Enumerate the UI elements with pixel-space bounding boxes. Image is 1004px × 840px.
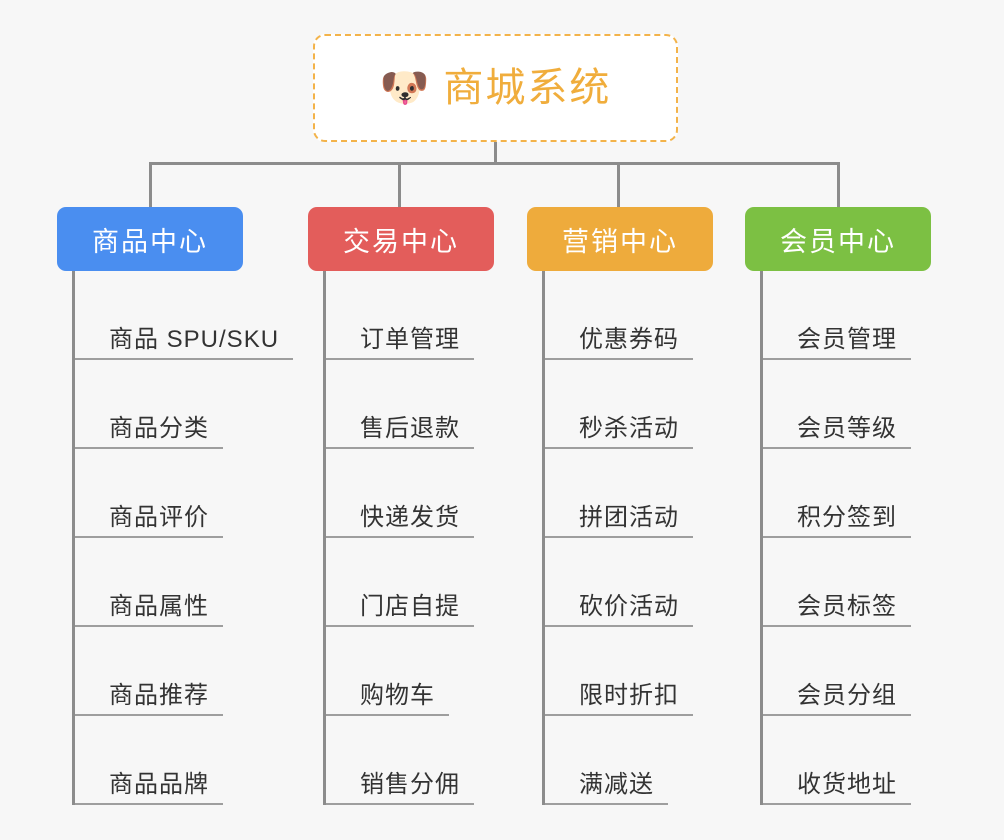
leaf-list-trade-center: 订单管理 售后退款 快递发货 门店自提 购物车 销售分佣	[323, 271, 528, 805]
connector-horizontal-bus	[149, 162, 839, 165]
leaf-label: 售后退款	[360, 415, 460, 442]
category-header-trade-center[interactable]: 交易中心	[308, 207, 494, 271]
connector-drop-marketing-center	[617, 162, 620, 207]
leaf-underline	[763, 536, 911, 538]
list-item[interactable]: 订单管理	[326, 271, 528, 360]
leaf-underline	[545, 447, 693, 449]
root-node[interactable]: 🐶 商城系统	[313, 34, 678, 142]
list-item[interactable]: 售后退款	[326, 360, 528, 449]
category-header-marketing-center[interactable]: 营销中心	[527, 207, 713, 271]
leaf-label: 拼团活动	[579, 504, 679, 531]
leaf-label: 商品分类	[109, 415, 209, 442]
leaf-list-marketing-center: 优惠券码 秒杀活动 拼团活动 砍价活动 限时折扣 满减送	[542, 271, 747, 805]
category-header-product-center[interactable]: 商品中心	[57, 207, 243, 271]
leaf-underline	[326, 536, 474, 538]
branch-member-center: 会员中心 会员管理 会员等级 积分签到 会员标签 会员分组 收货地址	[745, 207, 965, 805]
leaf-label: 砍价活动	[579, 593, 679, 620]
list-item[interactable]: 拼团活动	[545, 449, 747, 538]
list-item[interactable]: 会员标签	[763, 538, 965, 627]
list-item[interactable]: 商品品牌	[75, 716, 307, 805]
connector-drop-trade-center	[398, 162, 401, 207]
shiba-dog-emoji-icon: 🐶	[379, 66, 430, 110]
leaf-underline	[326, 625, 474, 627]
leaf-label: 快递发货	[360, 504, 460, 531]
list-item[interactable]: 满减送	[545, 716, 747, 805]
list-item[interactable]: 会员管理	[763, 271, 965, 360]
leaf-underline	[326, 803, 474, 805]
list-item[interactable]: 商品分类	[75, 360, 307, 449]
leaf-label: 订单管理	[360, 326, 460, 353]
list-item[interactable]: 会员分组	[763, 627, 965, 716]
category-header-member-center[interactable]: 会员中心	[745, 207, 931, 271]
leaf-underline	[75, 625, 223, 627]
leaf-underline	[326, 358, 474, 360]
leaf-label: 满减送	[579, 771, 654, 798]
list-item[interactable]: 积分签到	[763, 449, 965, 538]
list-item[interactable]: 商品属性	[75, 538, 307, 627]
leaf-underline	[763, 714, 911, 716]
leaf-underline	[545, 714, 693, 716]
leaf-label: 商品评价	[109, 504, 209, 531]
list-item[interactable]: 限时折扣	[545, 627, 747, 716]
leaf-label: 会员管理	[797, 326, 897, 353]
leaf-underline	[545, 803, 668, 805]
leaf-underline	[75, 714, 223, 716]
leaf-list-member-center: 会员管理 会员等级 积分签到 会员标签 会员分组 收货地址	[760, 271, 965, 805]
leaf-list-product-center: 商品 SPU/SKU 商品分类 商品评价 商品属性 商品推荐 商品品牌	[72, 271, 307, 805]
leaf-underline	[75, 447, 223, 449]
leaf-underline	[763, 803, 911, 805]
root-node-title: 商城系统	[443, 66, 612, 110]
leaf-label: 门店自提	[360, 593, 460, 620]
list-item[interactable]: 快递发货	[326, 449, 528, 538]
leaf-label: 销售分佣	[360, 771, 460, 798]
leaf-label: 商品品牌	[109, 771, 209, 798]
leaf-label: 收货地址	[797, 771, 897, 798]
leaf-underline	[545, 358, 693, 360]
list-item[interactable]: 购物车	[326, 627, 528, 716]
leaf-underline	[75, 536, 223, 538]
connector-drop-member-center	[837, 162, 840, 207]
list-item[interactable]: 优惠券码	[545, 271, 747, 360]
leaf-underline	[326, 447, 474, 449]
list-item[interactable]: 秒杀活动	[545, 360, 747, 449]
branch-marketing-center: 营销中心 优惠券码 秒杀活动 拼团活动 砍价活动 限时折扣 满减送	[527, 207, 747, 805]
leaf-label: 购物车	[360, 682, 435, 709]
leaf-underline	[545, 625, 693, 627]
leaf-label: 会员等级	[797, 415, 897, 442]
list-item[interactable]: 收货地址	[763, 716, 965, 805]
leaf-label: 商品属性	[109, 593, 209, 620]
list-item[interactable]: 砍价活动	[545, 538, 747, 627]
leaf-label: 限时折扣	[579, 682, 679, 709]
connector-root-stem	[494, 142, 497, 165]
list-item[interactable]: 销售分佣	[326, 716, 528, 805]
leaf-underline	[545, 536, 693, 538]
leaf-underline	[763, 625, 911, 627]
leaf-label: 商品推荐	[109, 682, 209, 709]
leaf-label: 会员标签	[797, 593, 897, 620]
list-item[interactable]: 门店自提	[326, 538, 528, 627]
list-item[interactable]: 商品 SPU/SKU	[75, 271, 307, 360]
list-item[interactable]: 商品推荐	[75, 627, 307, 716]
leaf-underline	[763, 447, 911, 449]
leaf-underline	[75, 358, 293, 360]
leaf-label: 会员分组	[797, 682, 897, 709]
leaf-label: 积分签到	[797, 504, 897, 531]
list-item[interactable]: 会员等级	[763, 360, 965, 449]
branch-trade-center: 交易中心 订单管理 售后退款 快递发货 门店自提 购物车 销售分佣	[308, 207, 528, 805]
leaf-underline	[75, 803, 223, 805]
leaf-label: 优惠券码	[579, 326, 679, 353]
connector-drop-product-center	[149, 162, 152, 207]
leaf-label: 商品 SPU/SKU	[109, 326, 280, 353]
leaf-underline	[326, 714, 449, 716]
leaf-label: 秒杀活动	[579, 415, 679, 442]
leaf-underline	[763, 358, 911, 360]
list-item[interactable]: 商品评价	[75, 449, 307, 538]
branch-product-center: 商品中心 商品 SPU/SKU 商品分类 商品评价 商品属性 商品推荐 商品品牌	[57, 207, 307, 805]
